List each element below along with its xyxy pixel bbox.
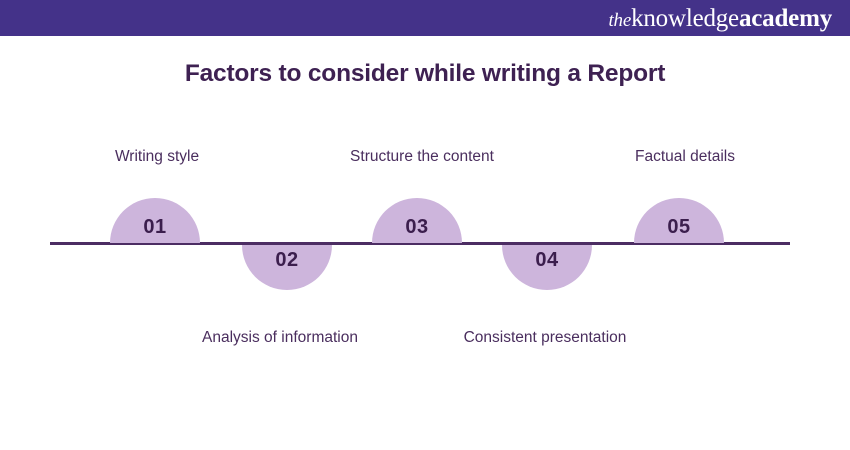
brand-knowledge-text: knowledge	[631, 4, 739, 32]
timeline-node-03: 03	[372, 198, 462, 243]
timeline-label-02: Analysis of information	[202, 329, 358, 346]
timeline-label-05: Factual details	[635, 148, 735, 165]
timeline-label-03: Structure the content	[350, 148, 494, 165]
timeline-node-number: 02	[275, 249, 299, 271]
timeline-node-01: 01	[110, 198, 200, 243]
timeline-node-number: 01	[143, 216, 167, 238]
brand-the-text: the	[608, 9, 632, 31]
timeline-node-number: 03	[405, 216, 429, 238]
timeline-node-02: 02	[242, 245, 332, 290]
timeline-axis-line	[50, 242, 790, 245]
page-title: Factors to consider while writing a Repo…	[184, 60, 666, 87]
timeline-node-05: 05	[634, 198, 724, 243]
brand-academy-text: academy	[738, 4, 832, 32]
timeline-node-04: 04	[502, 245, 592, 290]
timeline-node-number: 04	[535, 249, 559, 271]
timeline-node-number: 05	[667, 216, 691, 238]
timeline-label-04: Consistent presentation	[463, 329, 627, 346]
timeline-label-01: Writing style	[114, 148, 200, 165]
